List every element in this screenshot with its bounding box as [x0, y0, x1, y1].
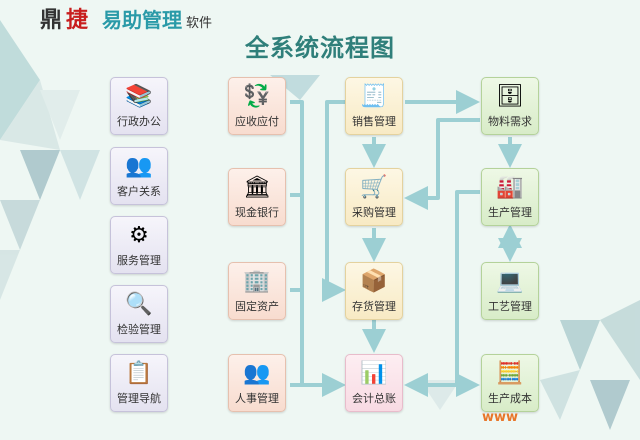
laptop-gear-icon: 💻	[496, 268, 524, 294]
module-navigation[interactable]: 📋管理导航	[110, 354, 168, 412]
connector-sales-to-inventory	[322, 100, 346, 302]
building-icon: 🏢	[243, 268, 271, 294]
machine-icon: 🏭	[496, 174, 524, 200]
module-general-ledger[interactable]: 📊会计总账	[345, 354, 403, 412]
module-purchase[interactable]: 🛒采购管理	[345, 168, 403, 226]
product-name: 易助管理	[102, 8, 183, 32]
boxes-icon: 📦	[360, 268, 388, 294]
ledger-icon: 📊	[360, 360, 388, 386]
database-icon: 🗄	[496, 83, 524, 109]
bank-icon: 🏛	[243, 174, 271, 200]
brand-name-2: 捷	[66, 7, 89, 33]
people-icon: 👥	[125, 153, 153, 179]
module-inventory[interactable]: 📦存货管理	[345, 262, 403, 320]
module-material-requirements[interactable]: 🗄物料需求	[481, 77, 539, 135]
connector-production-to-ledger	[404, 190, 480, 397]
module-service[interactable]: ⚙服务管理	[110, 216, 168, 274]
arrows-coins-icon: 💱	[243, 83, 271, 109]
module-admin-office[interactable]: 📚行政办公	[110, 77, 168, 135]
watermark: www	[482, 410, 519, 425]
cart-icon: 🛒	[360, 174, 388, 200]
cash-register-icon: 🧾	[360, 83, 388, 109]
calculator-icon: 🧮	[496, 360, 524, 386]
connector-material-to-purchase	[404, 118, 480, 210]
module-receivable-payable[interactable]: 💱应收应付	[228, 77, 286, 135]
magnifier-icon: 🔍	[125, 291, 153, 317]
module-process[interactable]: 💻工艺管理	[481, 262, 539, 320]
navigation-icon: 📋	[125, 360, 153, 386]
module-fixed-assets[interactable]: 🏢固定资产	[228, 262, 286, 320]
binders-icon: 📚	[125, 83, 153, 109]
brand-name-1: 鼎	[40, 7, 63, 33]
connector-receivable-to-ledger	[290, 100, 346, 397]
people-icon: 👥	[243, 360, 271, 386]
module-hr[interactable]: 👥人事管理	[228, 354, 286, 412]
page-title: 全系统流程图	[245, 34, 395, 62]
module-sales[interactable]: 🧾销售管理	[345, 77, 403, 135]
module-cash-bank[interactable]: 🏛现金银行	[228, 168, 286, 226]
module-production[interactable]: 🏭生产管理	[481, 168, 539, 226]
gear-person-icon: ⚙	[129, 222, 149, 248]
module-crm[interactable]: 👥客户关系	[110, 147, 168, 205]
product-suffix: 软件	[186, 16, 213, 31]
module-inspection[interactable]: 🔍检验管理	[110, 285, 168, 343]
module-production-cost[interactable]: 🧮生产成本	[481, 354, 539, 412]
brand-logo: 鼎 捷 易助管理 软件	[40, 2, 212, 34]
